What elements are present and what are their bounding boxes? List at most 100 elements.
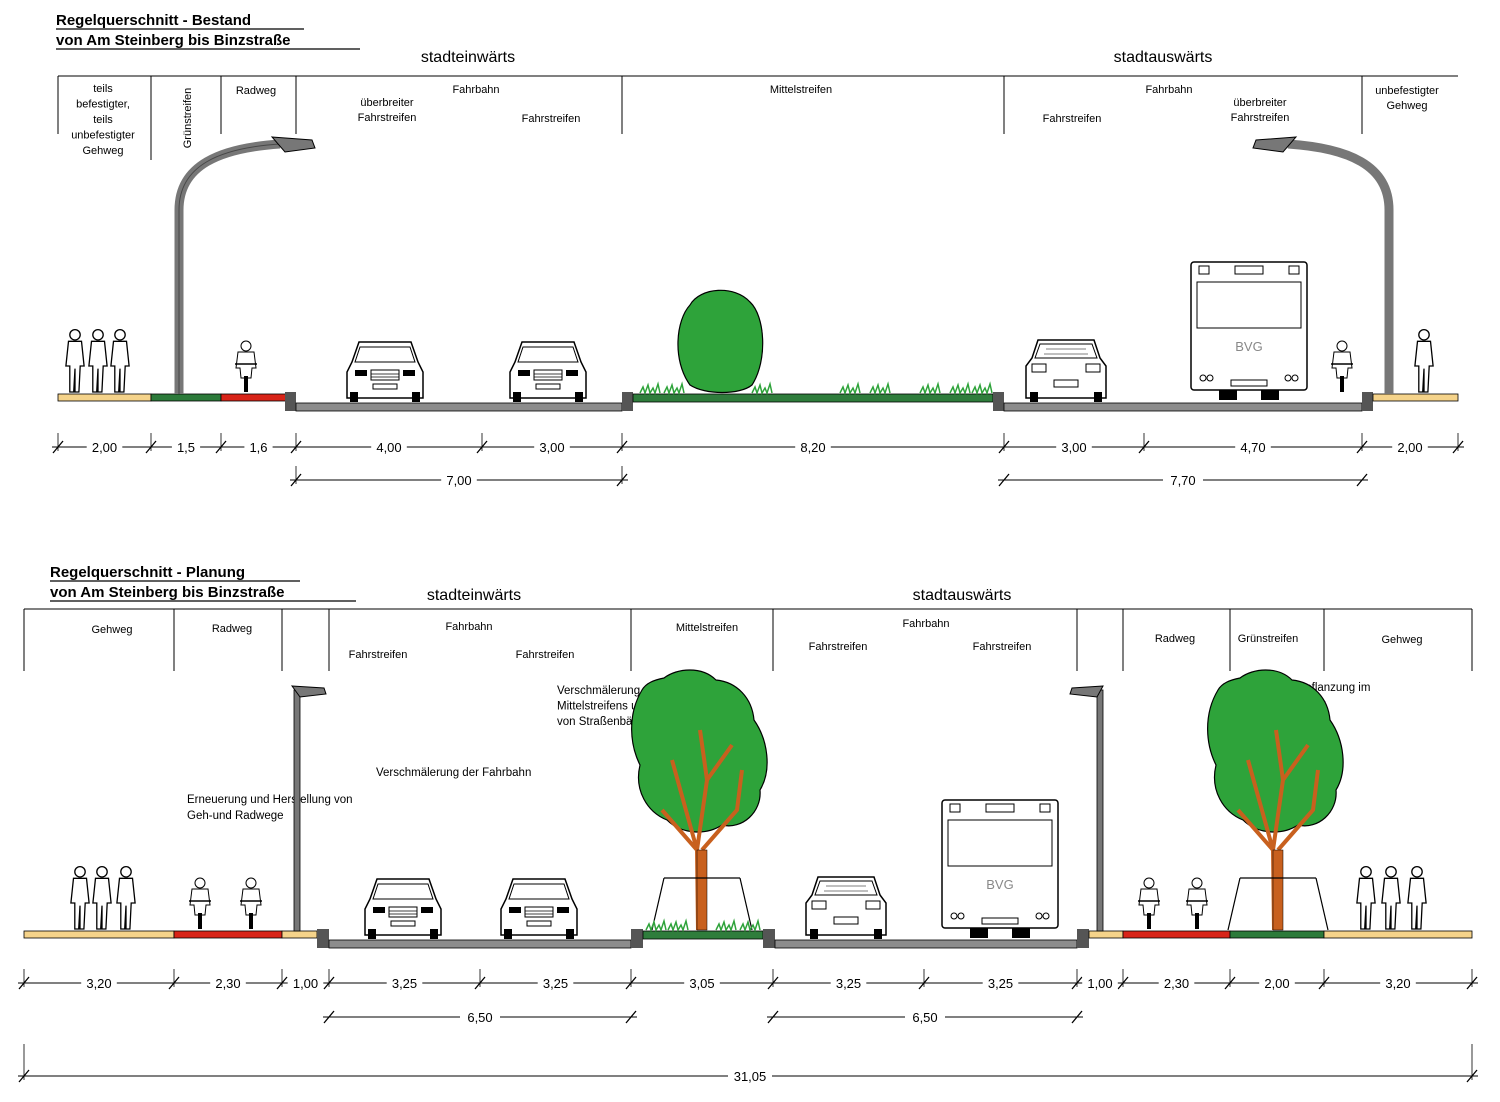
planung-car-rear: [805, 876, 887, 940]
bestand-car: [509, 341, 587, 403]
bestand-zone-label: teils: [93, 83, 113, 95]
planung-zone-label: Grünstreifen: [1238, 633, 1299, 645]
planung-dimension-label: 2,00: [1264, 976, 1289, 991]
bestand-dimension-label: 3,00: [1061, 440, 1086, 455]
bestand-car-rear: [1025, 339, 1107, 403]
planung-road-out: [774, 939, 1078, 949]
bestand-subtitle: von Am Steinberg bis Binzstraße: [56, 32, 291, 49]
bestand-bus: [1190, 261, 1308, 401]
bestand-dimension-label: 4,00: [376, 440, 401, 455]
planung-zone-label: Fahrstreifen: [809, 641, 868, 653]
planung-car: [364, 878, 442, 940]
bestand-zone-label: Fahrstreifen: [1043, 113, 1102, 125]
planung-dir-in: stadteinwärts: [427, 587, 521, 604]
bestand-zone-label: Gehweg: [1387, 100, 1428, 112]
planung-dimension-label: 1,00: [1087, 976, 1112, 991]
planung-curb: [631, 929, 643, 948]
bestand-median: [632, 393, 994, 403]
planung-side-tree: [1205, 668, 1346, 932]
planung-street-lamp-left: [290, 685, 327, 932]
bestand-zone-label: teils: [93, 114, 113, 126]
planung-zone-label: Mittelstreifen: [676, 622, 738, 634]
planung-bike-lane-left: [173, 930, 283, 939]
planung-zone-label: Radweg: [1155, 633, 1195, 645]
bestand-zone-label: Fahrstreifen: [358, 112, 417, 124]
planung-zone-label: Fahrbahn: [445, 621, 492, 633]
bestand-pedestrians: [65, 328, 130, 393]
bestand-sidewalk-left: [57, 393, 152, 402]
planung-dimension-label: 2,30: [215, 976, 240, 991]
bestand-zone-label: Fahrbahn: [1145, 84, 1192, 96]
bestand-title: Regelquerschnitt - Bestand: [56, 12, 251, 29]
planung-bus-label: BVG: [986, 877, 1013, 892]
planung-zone-label: Fahrbahn: [902, 618, 949, 630]
bestand-zone-labels: teilsbefestigter,teilsunbefestigterGehwe…: [71, 83, 1439, 157]
planung-median: [642, 930, 764, 940]
bestand-zone-label: Fahrstreifen: [522, 113, 581, 125]
planung-dimension-total: 6,50: [912, 1010, 937, 1025]
section-planung: Regelquerschnitt - Planung von Am Steinb…: [18, 564, 1478, 1084]
planung-note: Verschmälerung des: [557, 685, 662, 697]
bestand-dimension-total: 7,00: [446, 473, 471, 488]
planung-zone-label: Radweg: [212, 623, 252, 635]
planung-zone-label: Fahrstreifen: [973, 641, 1032, 653]
bestand-sidewalk-right: [1372, 393, 1459, 402]
planung-bus: [941, 799, 1059, 939]
planung-median-tree: [629, 668, 770, 932]
bestand-zone-label: Mittelstreifen: [770, 84, 832, 96]
bestand-zone-label: Radweg: [236, 85, 276, 97]
planung-note: Verschmälerung der Fahrbahn: [376, 767, 531, 779]
bestand-curb: [285, 392, 296, 411]
bestand-bike-lane: [220, 393, 296, 402]
planung-green-strip: [1229, 930, 1325, 939]
planung-pedestrians-left: [70, 865, 136, 930]
bestand-zone-label: Grünstreifen: [182, 88, 194, 149]
planung-dimension-label: 3,25: [392, 976, 417, 991]
planung-dimension-overall: 31,05: [734, 1069, 767, 1084]
bestand-zone-label: unbefestigter: [71, 130, 135, 142]
bestand-dimension-label: 3,00: [539, 440, 564, 455]
planung-dimension-label: 3,20: [86, 976, 111, 991]
planung-road-in: [328, 939, 632, 949]
bestand-dimension-label: 2,00: [1397, 440, 1422, 455]
bestand-car: [346, 341, 424, 403]
bestand-zone-label: überbreiter: [360, 97, 414, 109]
bestand-dimension-label: 2,00: [92, 440, 117, 455]
bestand-dimension-label: 1,5: [177, 440, 195, 455]
bestand-dimension-total: 7,70: [1170, 473, 1195, 488]
bestand-zone-label: unbefestigter: [1375, 85, 1439, 97]
bestand-bus-label: BVG: [1235, 339, 1262, 354]
planung-dimension-label: 2,30: [1164, 976, 1189, 991]
planung-cyclists-left: [188, 877, 263, 930]
planung-zone-label: Gehweg: [1382, 634, 1423, 646]
bestand-dir-out: stadtauswärts: [1114, 49, 1213, 66]
planung-car: [500, 878, 578, 940]
planung-zone-label: Fahrstreifen: [349, 649, 408, 661]
planung-dimension-label: 3,05: [689, 976, 714, 991]
planung-dimension-label: 3,25: [543, 976, 568, 991]
planung-note: Erneuerung und Herstellung von: [187, 794, 353, 806]
planung-zone-label: Gehweg: [92, 624, 133, 636]
bestand-dimension-label: 8,20: [800, 440, 825, 455]
planung-dimension-total: 6,50: [467, 1010, 492, 1025]
bestand-zone-label: befestigter,: [76, 99, 130, 111]
planung-dimension-label: 3,25: [836, 976, 861, 991]
planung-subtitle: von Am Steinberg bis Binzstraße: [50, 584, 285, 601]
bestand-curb: [1362, 392, 1373, 411]
planung-bike-lane-right: [1122, 930, 1231, 939]
bestand-road-out: [1003, 402, 1363, 412]
planung-cyclists-right: [1137, 877, 1209, 930]
planung-dir-out: stadtauswärts: [913, 587, 1012, 604]
bestand-pedestrian-right: [1414, 328, 1434, 393]
bestand-street-lamp-left: [174, 136, 316, 394]
planung-note: Geh-und Radwege: [187, 810, 284, 822]
bestand-green-strip: [150, 393, 222, 402]
planung-safety-strip-left: [281, 930, 318, 939]
bestand-cyclist: [234, 340, 258, 393]
bestand-zone-label: überbreiter: [1233, 97, 1287, 109]
